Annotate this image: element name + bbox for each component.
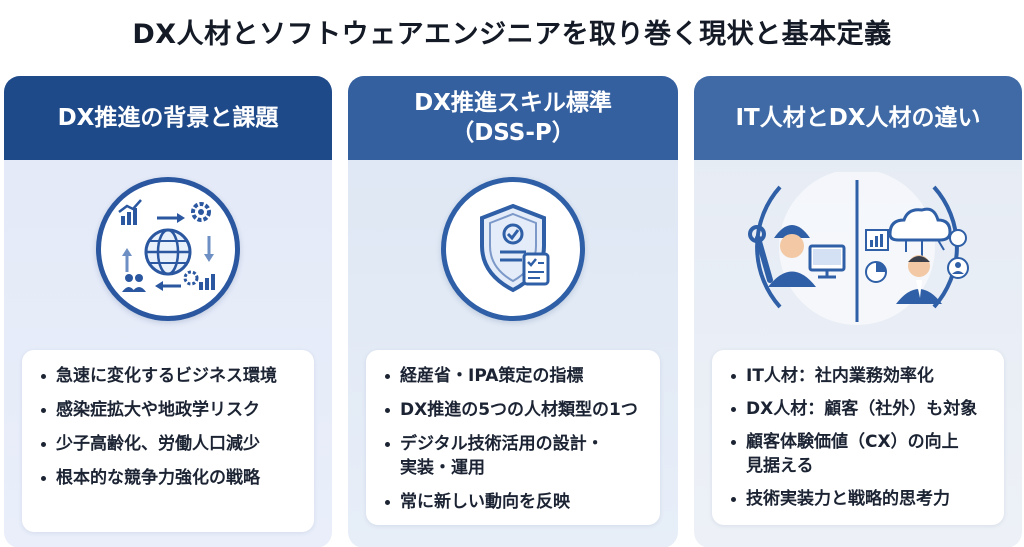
list-item: デジタル技術活用の設計・ 実装・運用 bbox=[382, 432, 646, 480]
card-heading: DX推進スキル標準 （DSS-P） bbox=[348, 76, 678, 160]
card-bullet-list: 急速に変化するビジネス環境 感染症拡大や地政学リスク 少子高齢化、労働人口減少 … bbox=[22, 350, 314, 532]
card-it-vs-dx: IT人材とDX人材の違い bbox=[694, 76, 1022, 547]
list-item: 顧客体験価値（CX）の向上 見据える bbox=[728, 430, 990, 478]
list-item: 技術実装力と戦略的思考力 bbox=[728, 487, 990, 511]
card-heading-line2: （DSS-P） bbox=[451, 120, 575, 146]
card-heading: DX推進の背景と課題 bbox=[4, 76, 332, 160]
list-item-line: デジタル技術活用の設計・ bbox=[400, 434, 604, 454]
list-item: 少子高齢化、労働人口減少 bbox=[38, 432, 300, 456]
globe-cycle-icon bbox=[96, 177, 240, 321]
card-heading-line1: DX推進スキル標準 bbox=[414, 90, 612, 116]
list-item: IT人材：社内業務効率化 bbox=[728, 364, 990, 388]
card-bullet-list: IT人材：社内業務効率化 DX人材：顧客（社外）も対象 顧客体験価値（CX）の向… bbox=[712, 350, 1004, 525]
card-heading-text: DX推進の背景と課題 bbox=[57, 105, 279, 131]
page-title: DX人材とソフトウェアエンジニアを取り巻く現状と基本定義 bbox=[132, 19, 892, 50]
shield-checklist-icon bbox=[441, 177, 585, 321]
list-item: 常に新しい動向を反映 bbox=[382, 490, 646, 514]
list-item-line: 見据える bbox=[746, 456, 814, 476]
engineer-vs-business-icon bbox=[694, 169, 1022, 332]
list-item: 根本的な競争力強化の戦略 bbox=[38, 466, 300, 490]
card-bullet-list: 経産省・IPA策定の指標 DX推進の5つの人材類型の1つ デジタル技術活用の設計… bbox=[366, 350, 660, 525]
list-item: 感染症拡大や地政学リスク bbox=[38, 398, 300, 422]
card-heading: IT人材とDX人材の違い bbox=[694, 76, 1022, 160]
list-item-line: 顧客体験価値（CX）の向上 bbox=[746, 432, 959, 452]
card-heading-text: IT人材とDX人材の違い bbox=[735, 105, 981, 131]
list-item: DX推進の5つの人材類型の1つ bbox=[382, 398, 646, 422]
card-dx-background: DX推進の背景と課題 bbox=[4, 76, 332, 547]
list-item: DX人材：顧客（社外）も対象 bbox=[728, 397, 990, 421]
list-item: 経産省・IPA策定の指標 bbox=[382, 364, 646, 388]
card-dss-p: DX推進スキル標準 （DSS-P） 経産省・IPA策定の指標 DX推進の5つの人… bbox=[348, 76, 678, 547]
list-item-line: 実装・運用 bbox=[400, 458, 485, 478]
list-item: 急速に変化するビジネス環境 bbox=[38, 364, 300, 388]
